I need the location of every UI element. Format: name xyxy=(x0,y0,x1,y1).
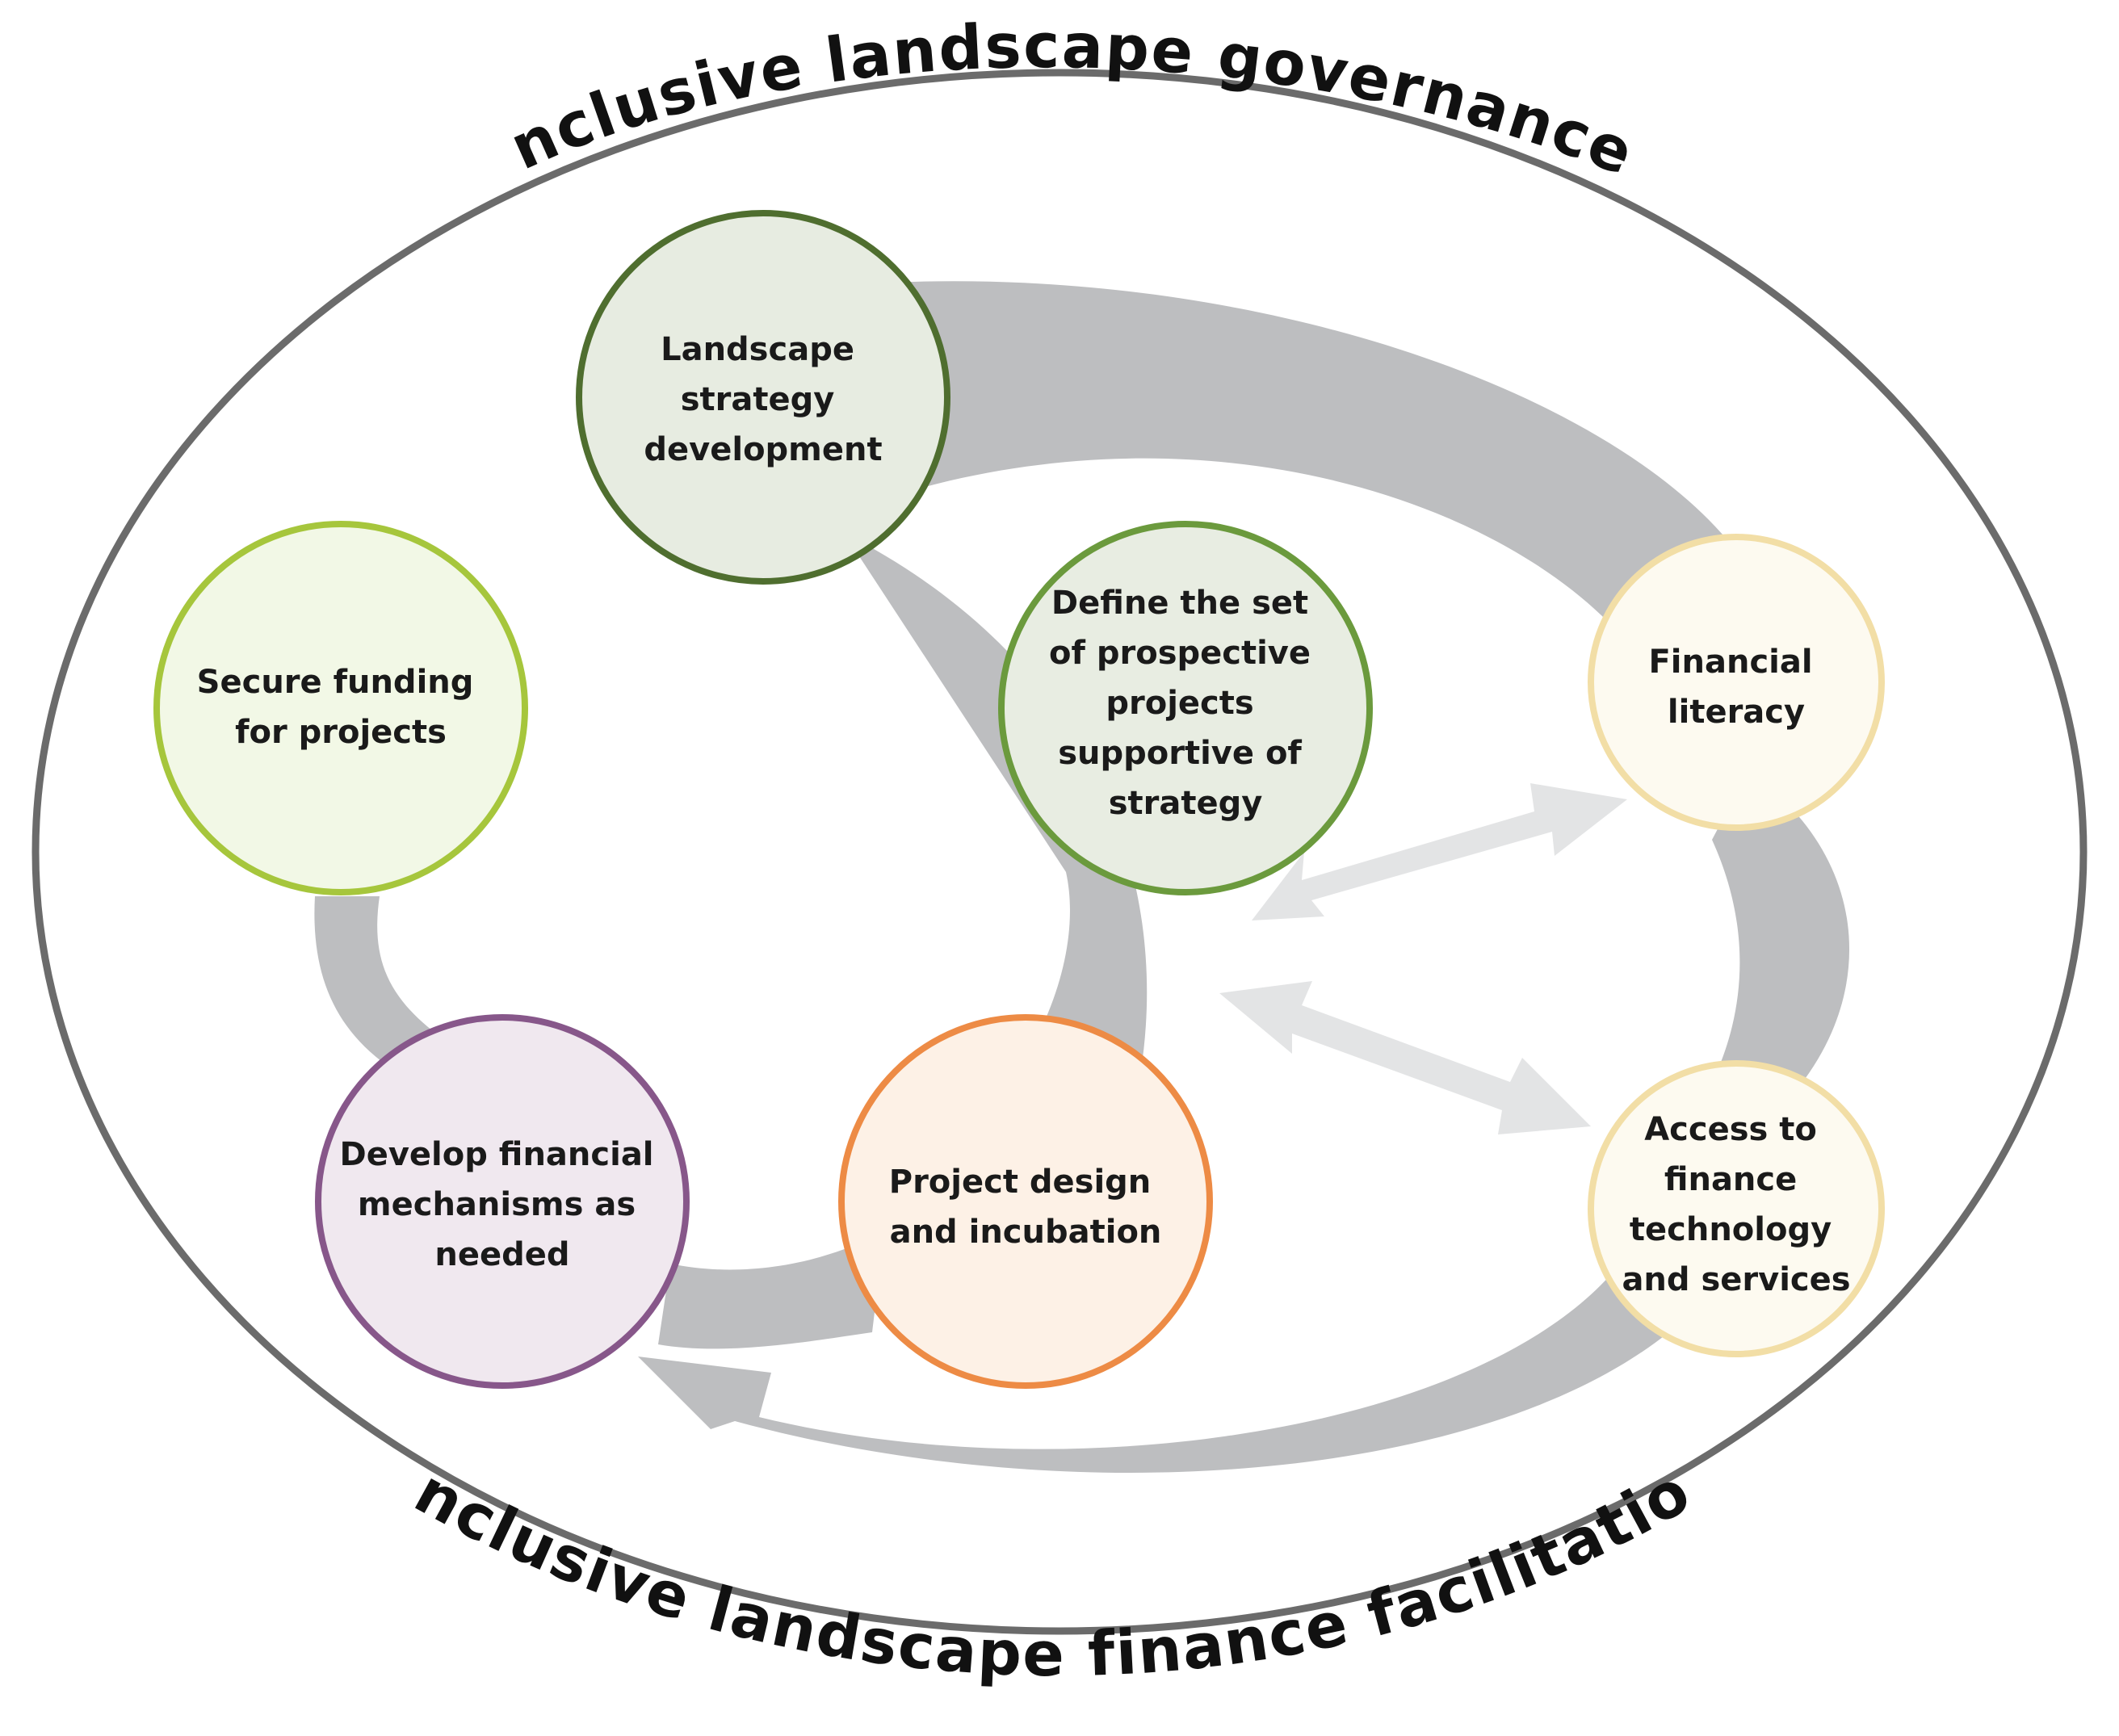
band-literacy-to-access xyxy=(1712,771,1850,1130)
secure-funding-circle xyxy=(153,521,528,895)
develop-mechanisms-circle xyxy=(315,1014,690,1389)
node-financial-literacy: Financial literacy xyxy=(1588,534,1885,831)
define-projects-label: Define the set of prospective projects s… xyxy=(1049,585,1322,822)
financial-literacy-circle xyxy=(1588,534,1885,831)
band-access-to-mechanisms xyxy=(638,1260,1696,1473)
light-arrows xyxy=(1219,783,1627,1134)
band-strategy-to-literacy xyxy=(888,281,1728,638)
develop-mechanisms-label: Develop financial mechanisms as needed xyxy=(340,1136,665,1273)
double-arrow-define-access xyxy=(1219,981,1591,1134)
access-to-finance-label: Access to finance technology and service… xyxy=(1622,1111,1850,1298)
band-design-to-mechanisms xyxy=(658,1231,884,1349)
node-access-to-finance: Access to finance technology and service… xyxy=(1588,1060,1885,1357)
node-landscape-strategy: Landscape strategy development xyxy=(576,210,950,585)
access-to-finance-circle xyxy=(1588,1060,1885,1357)
project-design-label: Project design and incubation xyxy=(889,1164,1162,1251)
define-projects-circle xyxy=(998,521,1373,895)
outer-ring xyxy=(31,69,2088,1635)
landscape-strategy-label: Landscape strategy development xyxy=(644,331,882,468)
node-develop-mechanisms: Develop financial mechanisms as needed xyxy=(315,1014,690,1389)
band-mechanisms-to-funding xyxy=(314,896,436,1066)
financial-literacy-label: Financial literacy xyxy=(1648,644,1823,731)
node-define-projects: Define the set of prospective projects s… xyxy=(998,521,1373,895)
double-arrow-define-literacy xyxy=(1252,783,1627,920)
secure-funding-label: Secure funding for projects xyxy=(197,664,485,751)
landscape-strategy-circle xyxy=(576,210,950,585)
governance-label: Inclusive landscape governance xyxy=(0,0,1644,190)
project-design-circle xyxy=(838,1014,1213,1389)
node-project-design: Project design and incubation xyxy=(838,1014,1213,1389)
node-secure-funding: Secure funding for projects xyxy=(153,521,528,895)
